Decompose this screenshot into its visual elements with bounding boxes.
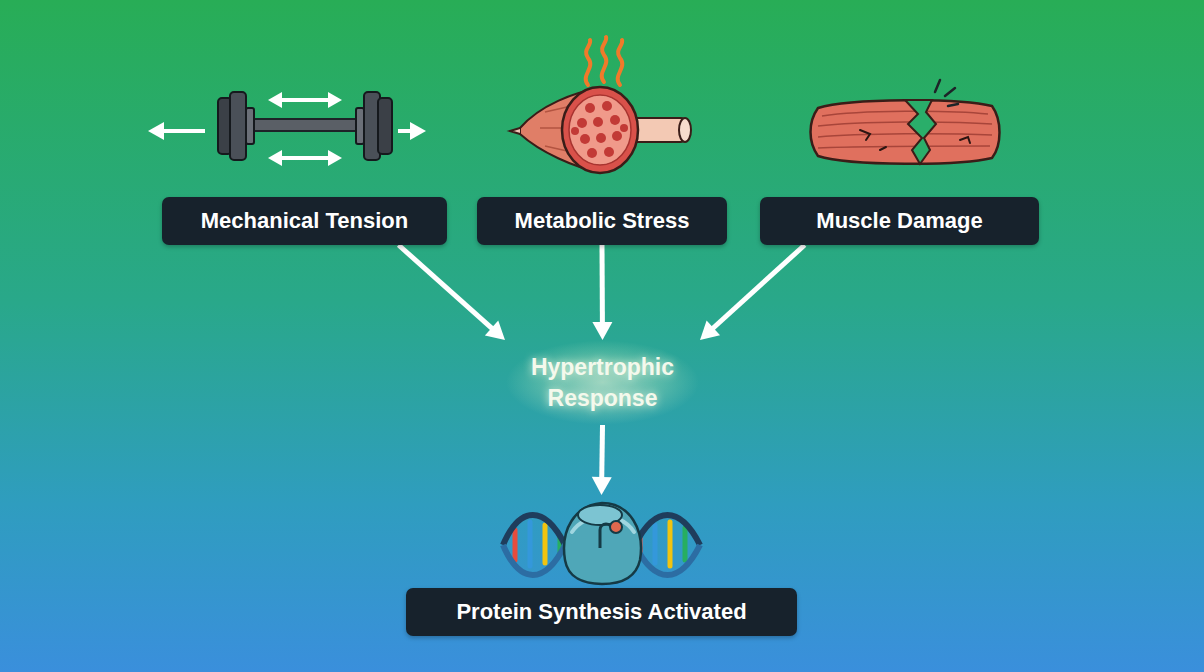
arrow-line	[399, 245, 494, 329]
arrow-line	[599, 425, 605, 479]
arrow-head	[592, 322, 612, 340]
flow-arrow	[700, 245, 805, 340]
dumbbell-icon	[218, 92, 392, 160]
flow-arrow	[399, 245, 505, 340]
node-label: Metabolic Stress	[515, 208, 690, 234]
arrow-head	[485, 321, 505, 340]
result-box: Protein Synthesis Activated	[406, 495, 797, 636]
label-box: Metabolic Stress	[477, 197, 727, 245]
node-label: Protein Synthesis Activated	[406, 588, 797, 636]
arrow-line	[712, 245, 805, 329]
glow-node: Hypertrophic Response	[505, 340, 700, 425]
damaged-muscle-icon	[811, 80, 1000, 164]
tension-arrows	[148, 92, 426, 166]
flow-arrow	[592, 425, 612, 495]
arrow-head	[592, 477, 612, 495]
flow-arrow	[592, 245, 612, 340]
label-box: Muscle Damage	[760, 197, 1039, 245]
node-label: Mechanical Tension	[201, 208, 408, 234]
label-box: Mechanical Tension	[162, 197, 447, 245]
ribosome-icon	[564, 503, 641, 584]
heat-waves	[586, 37, 623, 85]
arrow-line	[600, 245, 605, 324]
node-label: Muscle Damage	[816, 208, 982, 234]
muscle-cross-section-icon	[510, 87, 691, 173]
node-label: Hypertrophic Response	[508, 352, 698, 414]
arrow-head	[700, 320, 720, 340]
